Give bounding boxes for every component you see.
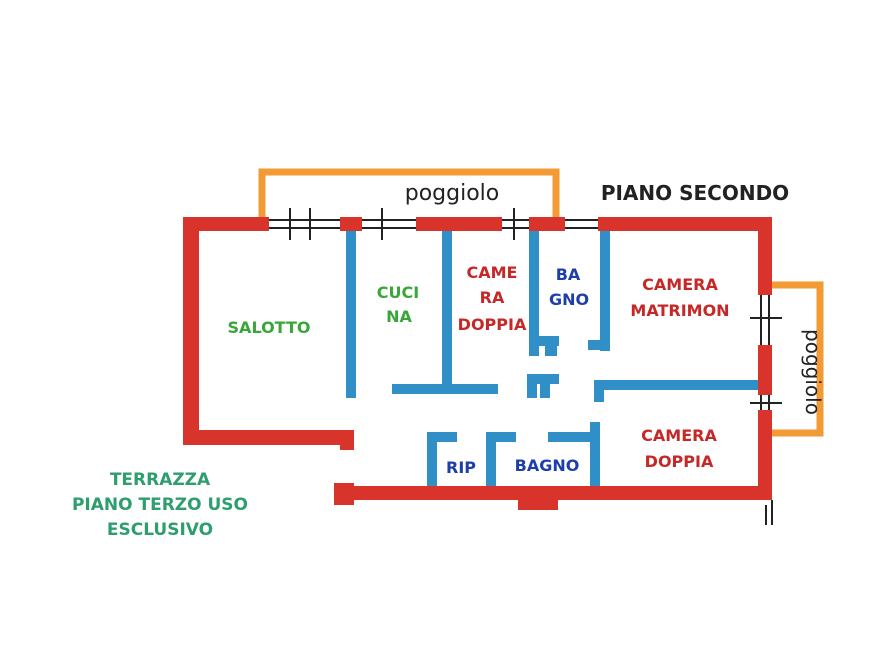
wall-bagno-top-1 <box>486 432 516 442</box>
wall-right-upper <box>758 217 772 295</box>
window-top-4 <box>565 219 598 229</box>
room-camera-matrimon-line2: MATRIMON <box>630 301 729 320</box>
wall-room-divider <box>594 380 758 390</box>
wall-bath-left-2 <box>539 336 559 346</box>
balcony-top-label: poggiolo <box>405 181 500 206</box>
interior-walls <box>346 231 758 486</box>
wall-top-mid-3 <box>529 217 565 231</box>
wall-bath-left <box>529 231 539 356</box>
top-balcony-outline <box>258 168 560 218</box>
right-balcony-outline <box>768 281 824 437</box>
wall-bagno-top-2 <box>548 432 596 442</box>
wall-top-right <box>598 217 772 231</box>
wall-right-mid <box>758 345 772 395</box>
wall-bottom-cap <box>334 483 354 505</box>
balcony-outlines <box>258 168 824 437</box>
room-rip: RIP <box>446 458 476 477</box>
window-right-1 <box>750 295 782 345</box>
wall-room-divider-stub <box>594 380 604 402</box>
wall-rip-left <box>427 432 437 486</box>
wall-bottom-step <box>518 486 558 510</box>
wall-right-lower <box>758 410 772 500</box>
room-cucina-line2: NA <box>386 307 412 326</box>
balcony-right-label: poggiolo <box>801 329 825 415</box>
wall-kitchen-right <box>442 231 452 391</box>
plan-title: PIANO SECONDO <box>601 181 789 205</box>
room-camera-doppia-top-line1: CAME <box>467 263 518 282</box>
window-top-3 <box>502 208 529 240</box>
wall-top-mid-2 <box>416 217 502 231</box>
room-bagno-bottom: BAGNO <box>515 456 580 475</box>
room-cucina-line1: CUCI <box>377 283 419 302</box>
wall-bottom-left <box>183 430 343 445</box>
room-bagno-top-line1: BA <box>556 265 581 284</box>
terrace-line1: TERRAZZA <box>110 470 211 490</box>
wall-top-mid-1 <box>340 217 362 231</box>
room-camera-doppia-top-line2: RA <box>480 288 505 307</box>
wall-bagno-right <box>590 422 600 486</box>
wall-bath-right <box>600 231 610 351</box>
room-camera-matrimon-line1: CAMERA <box>642 275 718 294</box>
wall-corridor-1 <box>527 374 537 398</box>
exterior-walls <box>183 217 772 510</box>
wall-rip-right <box>486 432 496 486</box>
room-camera-doppia-bottom-line2: DOPPIA <box>645 452 714 471</box>
wall-stub <box>340 430 354 450</box>
window-right-2 <box>750 395 782 410</box>
window-top-1 <box>269 208 340 240</box>
wall-kitchen-left <box>346 231 356 398</box>
labels: PIANO SECONDO poggiolo poggiolo SALOTTO … <box>72 181 825 540</box>
wall-corridor-3 <box>540 384 550 398</box>
wall-bath-stub <box>545 346 557 356</box>
wall-hall-top <box>392 384 498 394</box>
room-salotto: SALOTTO <box>228 318 311 337</box>
wall-rip-top <box>427 432 457 442</box>
terrace-line2: PIANO TERZO USO <box>72 495 248 515</box>
room-bagno-top-line2: GNO <box>549 290 589 309</box>
room-camera-doppia-bottom-line1: CAMERA <box>641 426 717 445</box>
window-top-2 <box>362 208 416 240</box>
room-camera-doppia-top-line3: DOPPIA <box>458 315 527 334</box>
wall-corridor-2 <box>537 374 559 384</box>
wall-bath-right-2 <box>588 340 608 350</box>
terrace-line3: ESCLUSIVO <box>107 520 213 540</box>
wall-left <box>183 217 199 445</box>
windows <box>269 208 782 525</box>
wall-top-left <box>183 217 269 231</box>
